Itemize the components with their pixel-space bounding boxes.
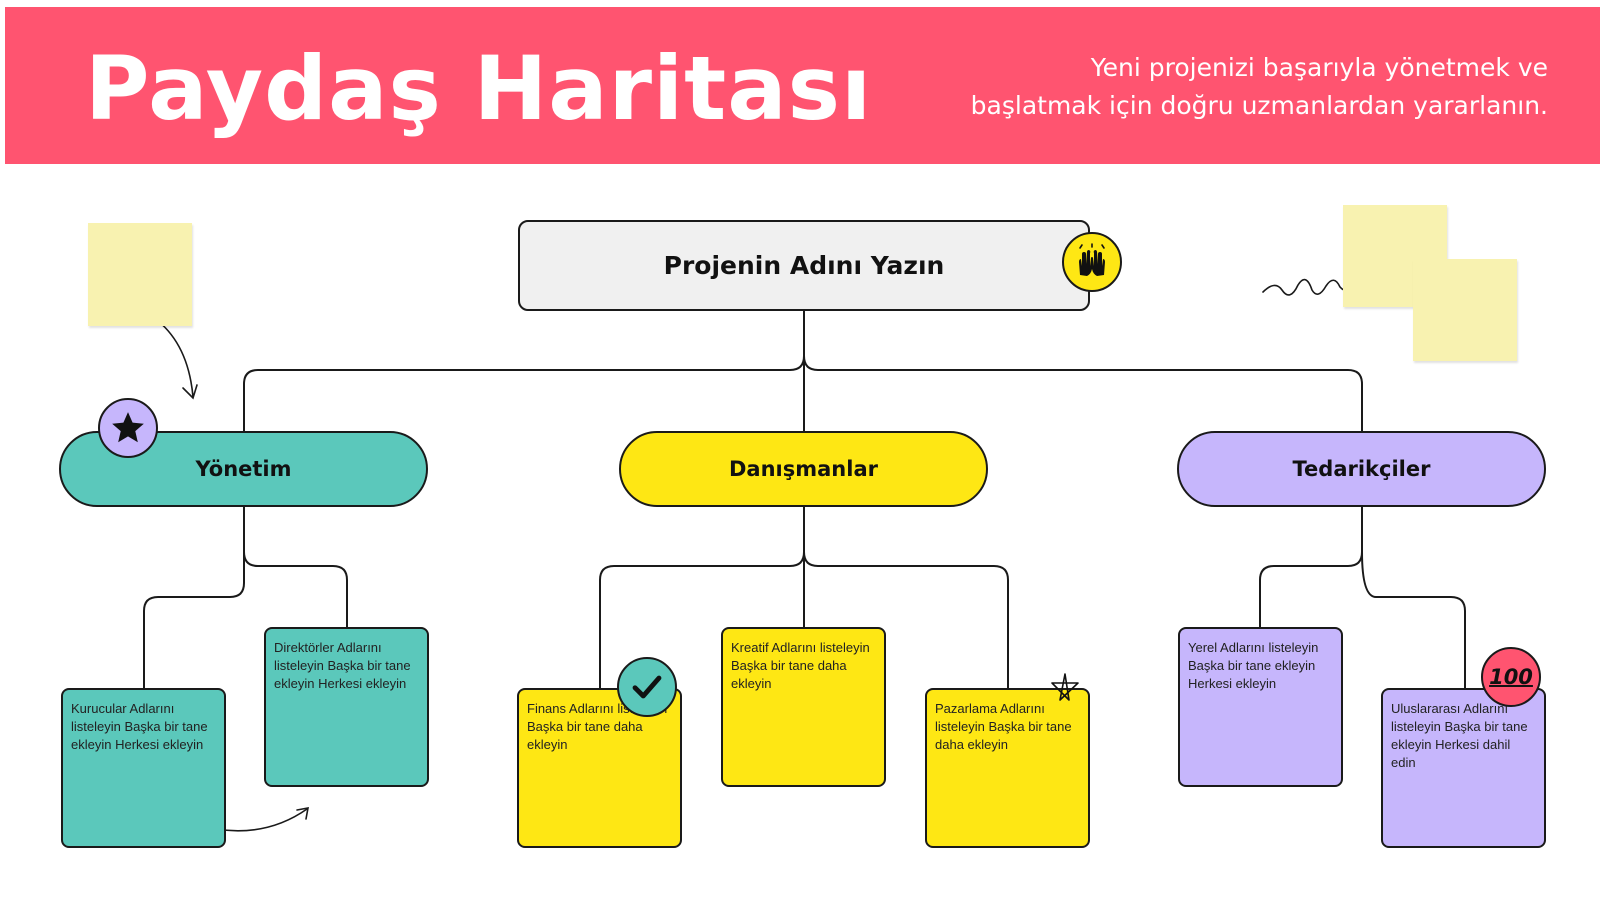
- connector-consultants-marketing: [803, 551, 1009, 688]
- doodle-arrowhead-icon: [182, 384, 198, 400]
- connector-suppliers-international: [1361, 551, 1466, 688]
- group-consultants-label: Danışmanlar: [729, 457, 878, 481]
- card-founders-text: Kurucular Adlarını listeleyin Başka bir …: [71, 701, 208, 752]
- card-international-text: Uluslararası Adlarını listeleyin Başka b…: [1391, 701, 1528, 770]
- subtitle-line-2: başlatmak için doğru uzmanlardan yararla…: [970, 91, 1548, 120]
- card-creative-text: Kreatif Adlarını listeleyin Başka bir ta…: [731, 640, 870, 691]
- doodle-squiggle-arrow-icon: [1262, 278, 1361, 296]
- connector-root-management: [243, 311, 805, 431]
- sticky-note[interactable]: [1413, 259, 1517, 361]
- raised-hands-glyph-icon: [1079, 243, 1105, 276]
- card-directors-text: Direktörler Adlarını listeleyin Başka bi…: [274, 640, 411, 691]
- checkmark-badge-icon: [617, 657, 677, 717]
- card-local-text: Yerel Adlarını listeleyin Başka bir tane…: [1188, 640, 1319, 691]
- card-international[interactable]: Uluslararası Adlarını listeleyin Başka b…: [1381, 688, 1546, 848]
- connector-management-directors: [243, 551, 348, 627]
- raised-hands-icon: [1062, 232, 1122, 292]
- star-icon: [112, 412, 144, 443]
- connector-management-founders: [143, 507, 245, 688]
- subtitle-line-1: Yeni projenizi başarıyla yönetmek ve: [1090, 53, 1548, 82]
- group-management-label: Yönetim: [195, 457, 292, 481]
- group-suppliers-label: Tedarikçiler: [1292, 457, 1431, 481]
- page-title: Paydaş Haritası: [85, 37, 873, 140]
- group-consultants[interactable]: Danışmanlar: [619, 431, 988, 507]
- root-node-label: Projenin Adını Yazın: [663, 251, 945, 280]
- sticky-note[interactable]: [88, 223, 192, 326]
- card-founders[interactable]: Kurucular Adlarını listeleyin Başka bir …: [61, 688, 226, 848]
- checkmark-icon: [632, 675, 662, 699]
- connector-suppliers-local: [1259, 507, 1363, 627]
- card-marketing-text: Pazarlama Adlarını listeleyin Başka bir …: [935, 701, 1072, 752]
- hundred-points-badge-icon: 100: [1481, 647, 1541, 707]
- star-badge-icon: [98, 398, 158, 458]
- doodle-arrowhead-right-icon: [296, 807, 309, 820]
- hundred-points-label: 100: [1489, 665, 1533, 689]
- card-marketing[interactable]: Pazarlama Adlarını listeleyin Başka bir …: [925, 688, 1090, 848]
- sketch-star-icon: [1051, 673, 1079, 701]
- connector-root-suppliers: [803, 355, 1363, 431]
- header-banner: Paydaş Haritası Yeni projenizi başarıyla…: [5, 7, 1600, 164]
- card-directors[interactable]: Direktörler Adlarını listeleyin Başka bi…: [264, 627, 429, 787]
- card-creative[interactable]: Kreatif Adlarını listeleyin Başka bir ta…: [721, 627, 886, 787]
- card-finance[interactable]: Finans Adlarını listeleyin Başka bir tan…: [517, 688, 682, 848]
- root-node-project-name[interactable]: Projenin Adını Yazın: [518, 220, 1090, 311]
- group-suppliers[interactable]: Tedarikçiler: [1177, 431, 1546, 507]
- doodle-arrow-down-icon: [149, 314, 194, 398]
- page-subtitle: Yeni projenizi başarıyla yönetmek ve baş…: [928, 49, 1548, 125]
- card-local[interactable]: Yerel Adlarını listeleyin Başka bir tane…: [1178, 627, 1343, 787]
